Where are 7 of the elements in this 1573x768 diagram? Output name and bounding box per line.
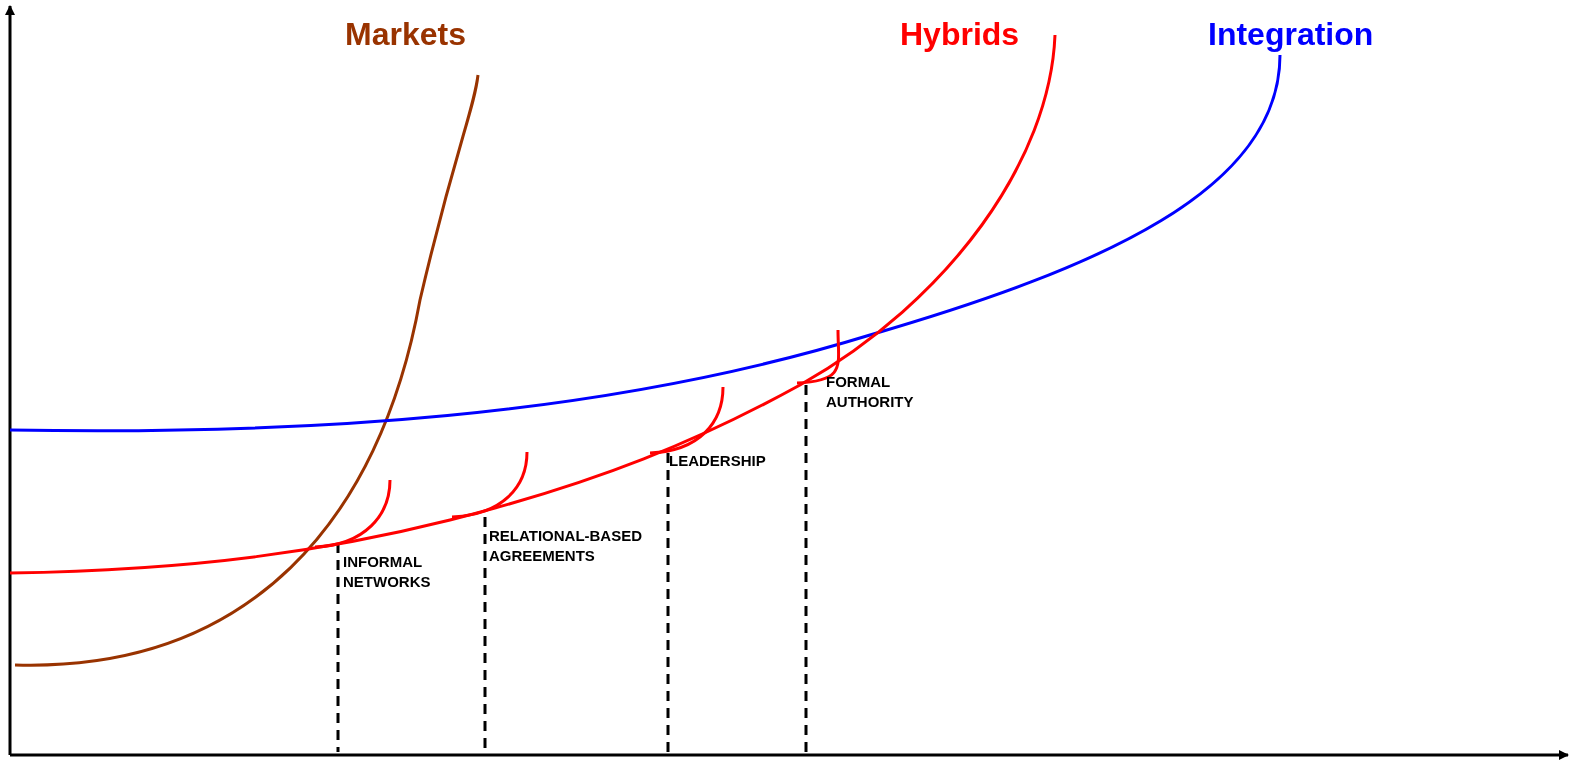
stage-label: LEADERSHIP [669,451,766,471]
stage-label: INFORMAL NETWORKS [343,552,432,591]
stage-label: RELATIONAL-BASED AGREEMENTS [489,526,644,565]
curve-label: Hybrids [900,15,1020,54]
curve-label: Markets [345,15,466,54]
stage-label: FORMAL AUTHORITY [826,372,915,411]
curve-label: Integration [1208,15,1374,54]
